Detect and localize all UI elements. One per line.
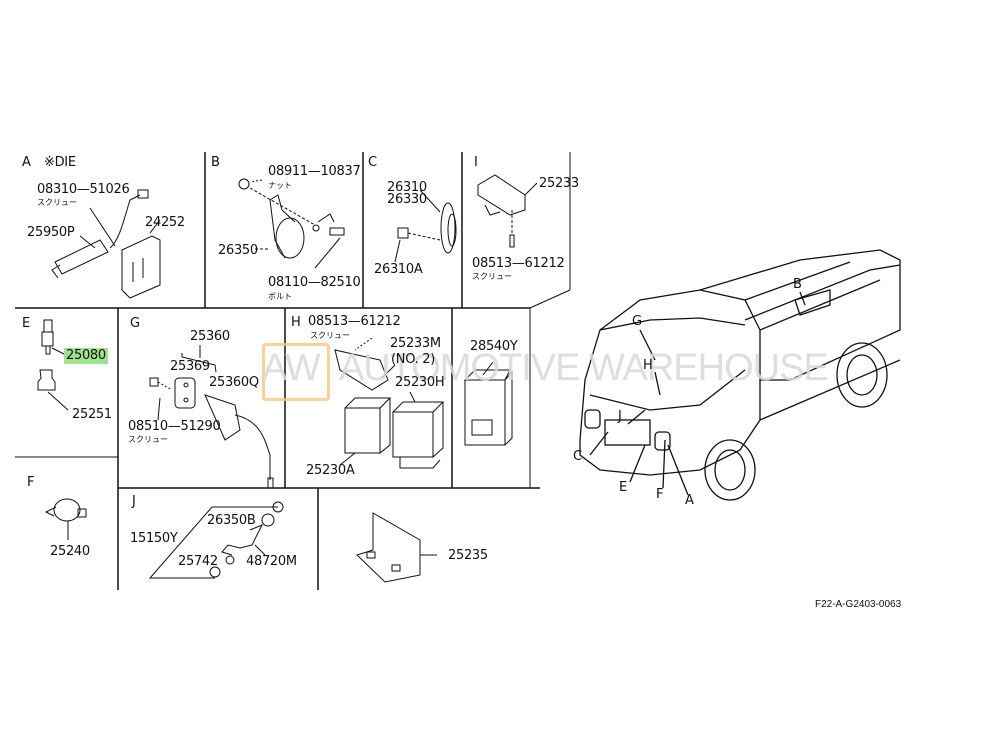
part-number[interactable]: 25230A: [306, 463, 355, 478]
part-number[interactable]: 08911—10837: [268, 164, 361, 179]
watermark-text: AUTOMOTIVE WAREHOUSE: [338, 347, 829, 389]
part-number[interactable]: 15150Y: [130, 531, 178, 546]
part-number[interactable]: 25950P: [27, 225, 75, 240]
callout-b[interactable]: B: [793, 277, 802, 292]
part-number[interactable]: 25369: [170, 359, 210, 374]
part-subtitle: スクリュー: [472, 272, 512, 281]
part-number[interactable]: 24252: [145, 215, 185, 230]
section-label-g: G: [130, 316, 141, 331]
callout-f[interactable]: F: [656, 487, 664, 502]
part-drawing-h: [334, 337, 445, 469]
part-number[interactable]: 26350: [218, 243, 258, 258]
part-drawing-f: [44, 498, 87, 540]
part-number[interactable]: 08110—82510: [268, 275, 361, 290]
section-label-h: H: [291, 315, 301, 330]
part-number[interactable]: 08310—51026: [37, 182, 130, 197]
callout-h[interactable]: H: [643, 358, 653, 373]
part-drawing-i: [477, 174, 538, 248]
section-label-e: E: [22, 316, 31, 331]
part-subtitle: ボルト: [268, 292, 292, 301]
part-number[interactable]: 08510—51290: [128, 419, 221, 434]
part-drawing-28540y: [463, 361, 513, 446]
part-drawing-c: [394, 189, 457, 263]
part-number[interactable]: 25240: [50, 544, 90, 559]
callout-c[interactable]: C: [573, 449, 583, 464]
part-drawing-b: [238, 178, 345, 269]
callout-g[interactable]: G: [632, 314, 643, 329]
watermark: AW AUTOMOTIVE WAREHOUSE: [262, 347, 829, 390]
part-drawing-a: [51, 189, 161, 299]
watermark-logo-box: [262, 343, 330, 401]
part-subtitle: スクリュー: [128, 435, 168, 444]
part-number-highlighted[interactable]: 25080: [64, 348, 108, 364]
part-subtitle: スクリュー: [37, 198, 77, 207]
diagram-code: F22-A-G2403-0063: [815, 599, 902, 610]
callout-a[interactable]: A: [685, 493, 694, 508]
part-drawing-j: [148, 501, 284, 579]
section-label-j: J: [132, 494, 136, 509]
part-subtitle: ナット: [268, 181, 292, 190]
part-number[interactable]: 25742: [178, 554, 218, 569]
part-number[interactable]: 25251: [72, 407, 112, 422]
truck-illustration: [579, 249, 901, 501]
section-label-f: F: [27, 475, 35, 490]
part-number[interactable]: 26330: [387, 192, 427, 207]
part-number[interactable]: 26310: [387, 180, 427, 195]
part-number[interactable]: 08513—61212: [472, 256, 565, 271]
part-number[interactable]: 25233M: [390, 336, 441, 351]
part-drawing-e: [37, 319, 69, 411]
part-drawing-g: [149, 345, 274, 489]
part-number[interactable]: 26310A: [374, 262, 423, 277]
part-label-note: (NO. 2): [391, 352, 436, 367]
part-drawing-25235: [356, 512, 437, 583]
section-label-a: A: [22, 155, 31, 170]
part-number[interactable]: 25235: [448, 548, 488, 563]
part-number[interactable]: 25230H: [395, 375, 445, 390]
callout-e[interactable]: E: [619, 480, 628, 495]
section-label-b: B: [211, 155, 220, 170]
part-number[interactable]: 25233: [539, 176, 579, 191]
section-label-c: C: [368, 155, 378, 170]
part-number[interactable]: 26350B: [207, 513, 256, 528]
section-label-i: I: [474, 155, 478, 170]
watermark-logo: AW: [262, 347, 321, 389]
part-number[interactable]: 08513—61212: [308, 314, 401, 329]
section-a-note: ※DIE: [44, 155, 76, 170]
part-subtitle: スクリュー: [310, 331, 350, 340]
part-number[interactable]: 48720M: [246, 554, 297, 569]
part-number[interactable]: 25360Q: [209, 375, 259, 390]
part-number[interactable]: 28540Y: [470, 339, 518, 354]
callout-j[interactable]: J: [618, 409, 622, 424]
part-number[interactable]: 25360: [190, 329, 230, 344]
